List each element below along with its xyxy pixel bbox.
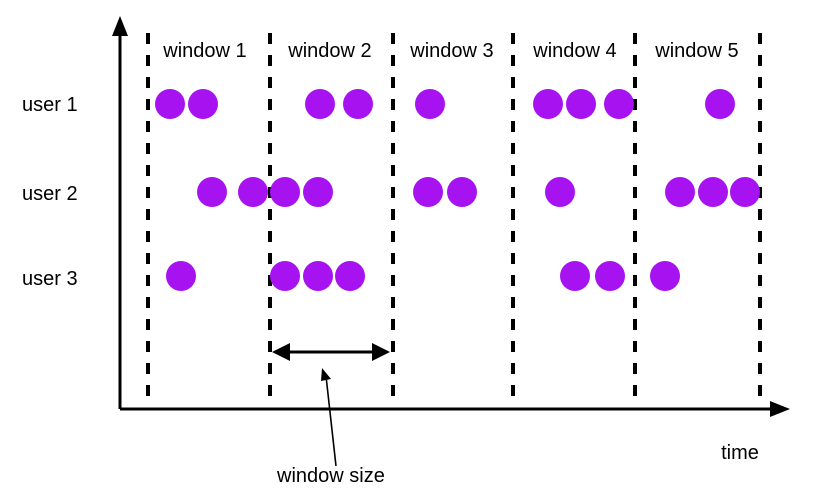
- row-label-user-1: user 1: [22, 94, 78, 116]
- event-dot-user-2-8: [665, 177, 695, 207]
- window-label-1: window 1: [162, 40, 246, 62]
- event-dot-user-2-1: [197, 177, 227, 207]
- window-label-5: window 5: [654, 40, 738, 62]
- window-size-arrowhead-right: [372, 343, 390, 361]
- event-dot-user-1-1: [155, 89, 185, 119]
- event-dot-user-3-1: [166, 261, 196, 291]
- event-dot-user-1-6: [533, 89, 563, 119]
- event-dot-user-2-3: [270, 177, 300, 207]
- window-label-2: window 2: [287, 40, 371, 62]
- event-dot-user-1-4: [343, 89, 373, 119]
- row-label-user-3: user 3: [22, 268, 78, 290]
- event-dot-user-2-9: [698, 177, 728, 207]
- window-size-arrowhead-left: [272, 343, 290, 361]
- event-dot-user-2-6: [447, 177, 477, 207]
- window-label-4: window 4: [532, 40, 616, 62]
- event-dot-user-1-8: [604, 89, 634, 119]
- event-dot-user-1-7: [566, 89, 596, 119]
- event-dot-user-3-2: [270, 261, 300, 291]
- x-axis-arrowhead: [770, 401, 790, 417]
- event-dot-user-2-7: [545, 177, 575, 207]
- event-dot-user-2-5: [413, 177, 443, 207]
- event-dot-user-2-2: [238, 177, 268, 207]
- window-size-label: window size: [276, 465, 385, 487]
- window-size-leader-line: [325, 375, 337, 467]
- event-dot-user-2-10: [730, 177, 760, 207]
- event-dot-user-1-3: [305, 89, 335, 119]
- event-dot-user-1-2: [188, 89, 218, 119]
- event-dot-user-1-9: [705, 89, 735, 119]
- event-dot-user-2-4: [303, 177, 333, 207]
- event-dot-user-3-5: [560, 261, 590, 291]
- window-size-leader-arrowhead: [321, 368, 331, 381]
- row-label-user-2: user 2: [22, 183, 78, 205]
- event-dot-user-3-7: [650, 261, 680, 291]
- event-dot-user-3-6: [595, 261, 625, 291]
- event-dot-user-3-4: [335, 261, 365, 291]
- event-dot-user-3-3: [303, 261, 333, 291]
- window-label-3: window 3: [409, 40, 493, 62]
- y-axis-arrowhead: [112, 16, 128, 36]
- x-axis-label: time: [721, 442, 759, 464]
- event-dot-user-1-5: [415, 89, 445, 119]
